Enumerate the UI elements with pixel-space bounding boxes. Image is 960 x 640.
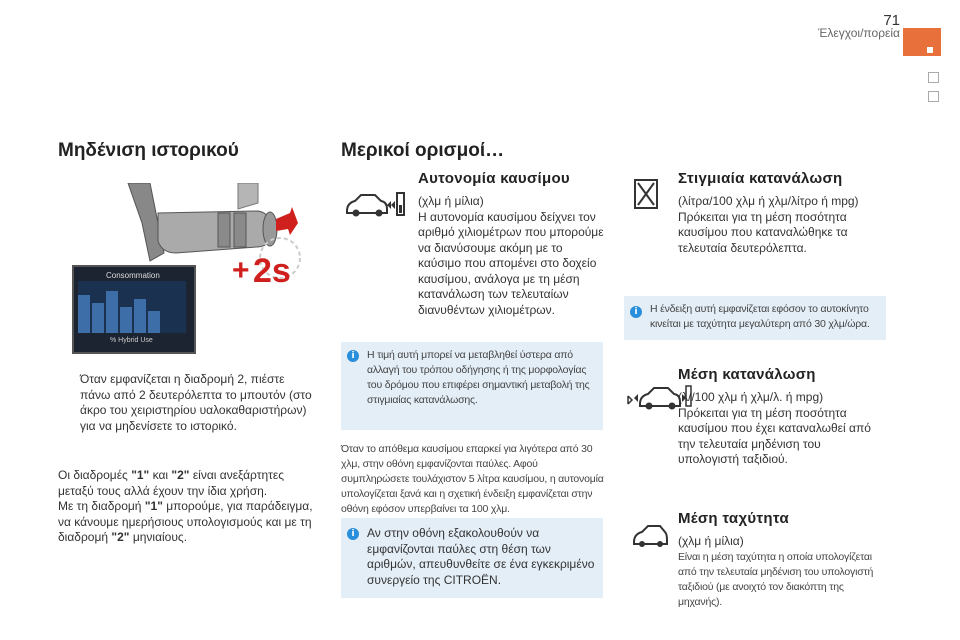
autonomy-text: (χλμ ή μίλια) Η αυτονομία καυσίμου δείχν… bbox=[418, 194, 604, 317]
definitions-title: Μερικοί ορισμοί… bbox=[341, 140, 505, 161]
info-icon: i bbox=[630, 306, 642, 318]
average-consumption-icon bbox=[626, 378, 692, 418]
info-icon: i bbox=[347, 350, 359, 362]
instant-consumption-text: (λίτρα/100 χλμ ή χλμ/λίτρο ή mpg) Πρόκει… bbox=[678, 194, 859, 255]
note-box-2: i Αν στην οθόνη εξακολουθούν να εμφανίζο… bbox=[341, 518, 603, 598]
hold-duration: 2s bbox=[253, 252, 291, 290]
average-consumption-text: (λ//100 χλμ ή χλμ/λ. ή mpg) Πρόκειται γι… bbox=[678, 390, 871, 466]
tab-box-icon bbox=[928, 72, 939, 83]
tab-box-icon bbox=[928, 91, 939, 102]
instant-consumption-icon bbox=[632, 178, 688, 218]
screen-title: Consommation bbox=[106, 271, 160, 280]
instant-consumption-title: Στιγμιαία κατανάλωση bbox=[678, 170, 843, 187]
autonomy-title: Αυτονομία καυσίμου bbox=[418, 170, 570, 187]
note-box-3: i Η ένδειξη αυτή εμφανίζεται εφόσον το α… bbox=[624, 296, 886, 340]
bullet-text: Όταν εμφανίζεται η διαδρομή 2, πιέστε πά… bbox=[80, 372, 312, 433]
note-text-2: Αν στην οθόνη εξακολουθούν να εμφανίζοντ… bbox=[367, 526, 595, 587]
plus-icon: + bbox=[232, 254, 250, 287]
reset-history-title: Μηδένιση ιστορικού bbox=[58, 140, 239, 161]
low-fuel-text: Όταν το απόθεμα καυσίμου επαρκεί για λιγ… bbox=[341, 443, 604, 515]
consumption-screen: Consommation % Hybrid Use bbox=[72, 265, 196, 354]
average-speed-unit: (χλμ ή μίλια) bbox=[678, 534, 744, 548]
average-speed-text: Είναι η μέση ταχύτητα η οποία υπολογίζετ… bbox=[678, 551, 874, 608]
page-number: 71 bbox=[883, 12, 900, 29]
average-consumption-title: Μέση κατανάλωση bbox=[678, 366, 816, 383]
section-title: Έλεγχοι/πορεία bbox=[818, 26, 900, 40]
note-text-3: Η ένδειξη αυτή εμφανίζεται εφόσον το αυτ… bbox=[650, 303, 870, 330]
info-icon: i bbox=[347, 528, 359, 540]
autonomy-icon bbox=[343, 185, 405, 225]
screen-footer: % Hybrid Use bbox=[110, 337, 153, 344]
average-speed-title: Μέση ταχύτητα bbox=[678, 510, 789, 527]
stalk-illustration bbox=[58, 182, 298, 355]
average-speed-icon bbox=[632, 522, 688, 562]
section-tab bbox=[903, 28, 941, 56]
trips-paragraph: Οι διαδρομές "1" και "2" είναι ανεξάρτητ… bbox=[58, 468, 313, 544]
hold-circle bbox=[258, 228, 302, 288]
note-box-1: i Η τιμή αυτή μπορεί να μεταβληθεί ύστερ… bbox=[341, 342, 603, 430]
note-text-1: Η τιμή αυτή μπορεί να μεταβληθεί ύστερα … bbox=[367, 349, 590, 406]
